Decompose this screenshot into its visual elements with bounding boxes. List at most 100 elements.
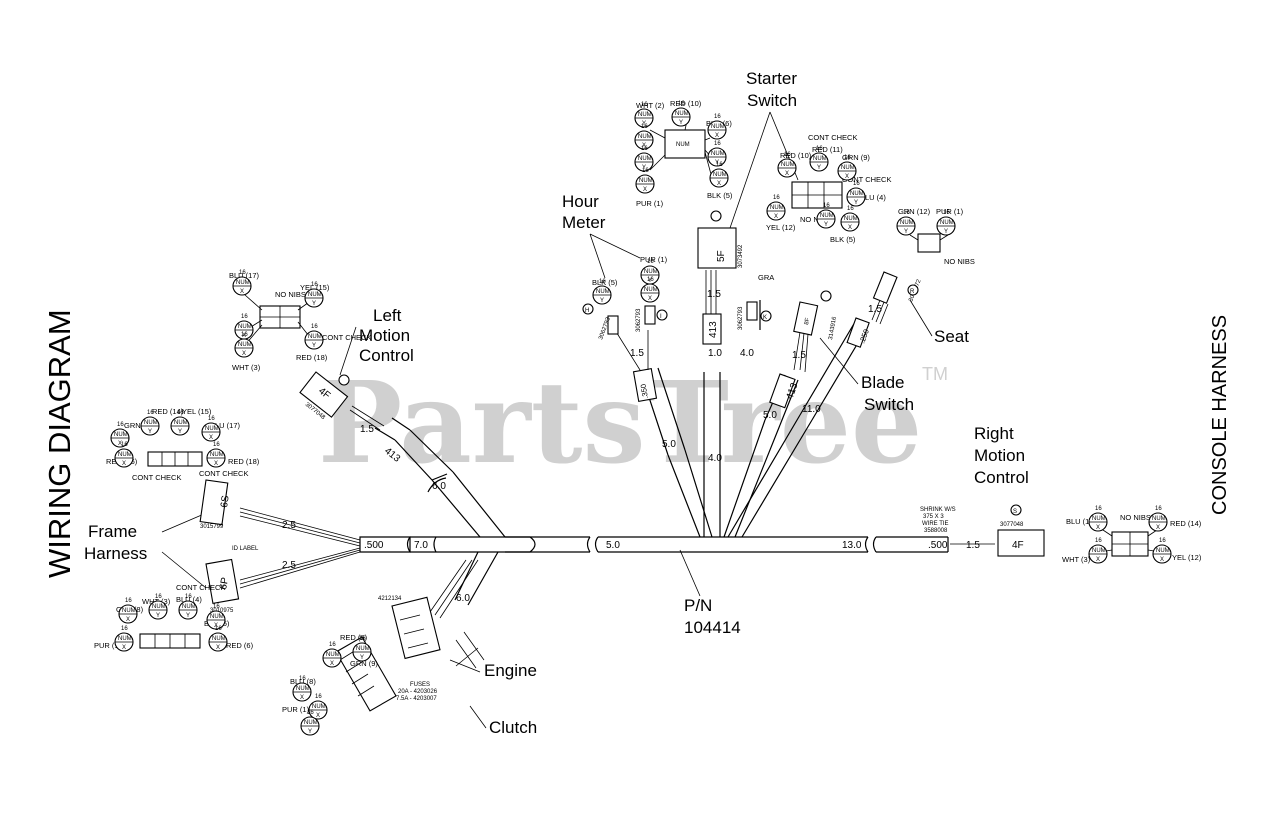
pin-letter-text: Y [817,165,821,171]
pin-num-text: NUM [900,220,914,226]
label-rmc-3: Control [974,468,1029,487]
label-starter-switch-1: Starter [746,69,797,88]
ss-right-blk5: BLK (5) [830,235,856,244]
pin-num-text: NUM [122,608,136,614]
pin-letter-text: X [1096,525,1100,531]
ss-top-num: NUM [676,142,690,148]
fh2-blu4: BLU (4) [176,595,202,604]
k-part: 3062793 [738,306,744,330]
ss-right-contcheck2: CONT CHECK [842,175,891,184]
pin-num-text: NUM [713,172,727,178]
ss-top-wht2: WHT (2) [636,101,665,110]
lmc-wht3: WHT (3) [232,363,261,372]
label-left-motion-control-2: Motion [359,326,410,345]
dim-1-5-bs: 1.5 [792,350,806,361]
pin-letter-text: X [240,289,244,295]
bs-part: 3143916 [828,316,838,341]
callout-i: I [660,314,662,320]
pin-num-text: NUM [308,292,322,298]
pin-letter-text: Y [186,613,190,619]
pin-letter-text: X [214,623,218,629]
dim-4-0-b: 4.0 [740,348,754,359]
label-clutch: Clutch [489,718,537,737]
pin-gauge-text: 16 [943,210,950,216]
hour-meter: Hour Meter .350 1.5 5.0 3062793 3062793 … [562,192,686,456]
pin-num-text: NUM [236,280,250,286]
pin-letter-text: X [774,214,778,220]
pin-letter-text: Y [904,229,908,235]
fh1-blu17: BLU (17) [210,421,241,430]
pin-num-text: NUM [638,134,652,140]
pin-letter-text: X [1096,557,1100,563]
dim-5-0-mid: 5.0 [606,540,620,551]
dim-1-5-lmc: 1.5 [360,424,374,435]
ss-right-red11: RED (11) [812,145,843,154]
dim-1-5-ss: 1.5 [707,289,721,300]
pin-letter-text: X [717,181,721,187]
pin-letter-text: X [648,296,652,302]
fh2-red6: RED (6) [226,641,254,650]
pin-gauge-text: 16 [121,442,128,448]
dim-1-5-seat: 1.5 [868,304,882,315]
shrink-3: WIRE TIE [922,521,949,527]
pin-letter-text: X [122,461,126,467]
label-hour-meter-2: Meter [562,213,606,232]
nr-pur1: PUR (1) [936,207,964,216]
hm-blk5: BLK (5) [592,278,618,287]
pin-letter-text: X [316,713,320,719]
pin-num-text: NUM [940,220,954,226]
left-motion-control: 1.5 413 4F 3077048 Left Motion Control N… [229,271,414,465]
k-gra: GRA [758,273,774,282]
ss-top-red10: RED (10) [670,99,702,108]
pin-gauge-text: 16 [241,314,248,320]
pin-letter-text: X [216,645,220,651]
pin-num-text: NUM [356,646,370,652]
dim-350: .350 [639,383,650,399]
pin-letter-text: X [242,333,246,339]
fh1-grn13: GRN (13) [124,421,157,430]
blade-switch: 413 1.5 5.0 8F 3143916 Blade Switch 11.0 [763,290,914,426]
callout-s: S [1013,509,1017,515]
rmc-part: 3077048 [1000,522,1024,528]
pin-letter-text: Y [312,301,316,307]
label-frame-harness-2: Harness [84,544,147,563]
pin-letter-text: X [209,435,213,441]
pin-num-text: NUM [118,636,132,642]
fh1-part: 3015799 [200,524,224,530]
pin-gauge-text: 16 [155,594,162,600]
pin-num-text: NUM [326,652,340,658]
ss-part: 3073492 [738,244,744,268]
pin-num-text: NUM [114,432,128,438]
pin-gauge-text: 16 [315,694,322,700]
pin-letter-text: Y [148,429,152,435]
pin-num-text: NUM [770,205,784,211]
rmc-yel12: YEL (12) [1172,553,1202,562]
dim-1-5-hm: 1.5 [630,348,644,359]
pin-num-text: NUM [210,452,224,458]
pin-num-text: NUM [304,720,318,726]
pin-num-text: NUM [813,156,827,162]
fuses-20a: 20A - 4203026 [398,689,438,695]
rmc-conn: 4F [1012,540,1024,551]
pin-letter-text: Y [944,229,948,235]
main-harness-trunk [239,414,949,619]
lmc-contcheck: CONT CHECK [322,333,371,342]
pin-num-text: NUM [144,420,158,426]
pin-gauge-text: 16 [784,152,791,158]
pin-gauge-text: 16 [329,642,336,648]
label-blade-switch-2: Switch [864,395,914,414]
pin-gauge-text: 16 [647,277,654,283]
